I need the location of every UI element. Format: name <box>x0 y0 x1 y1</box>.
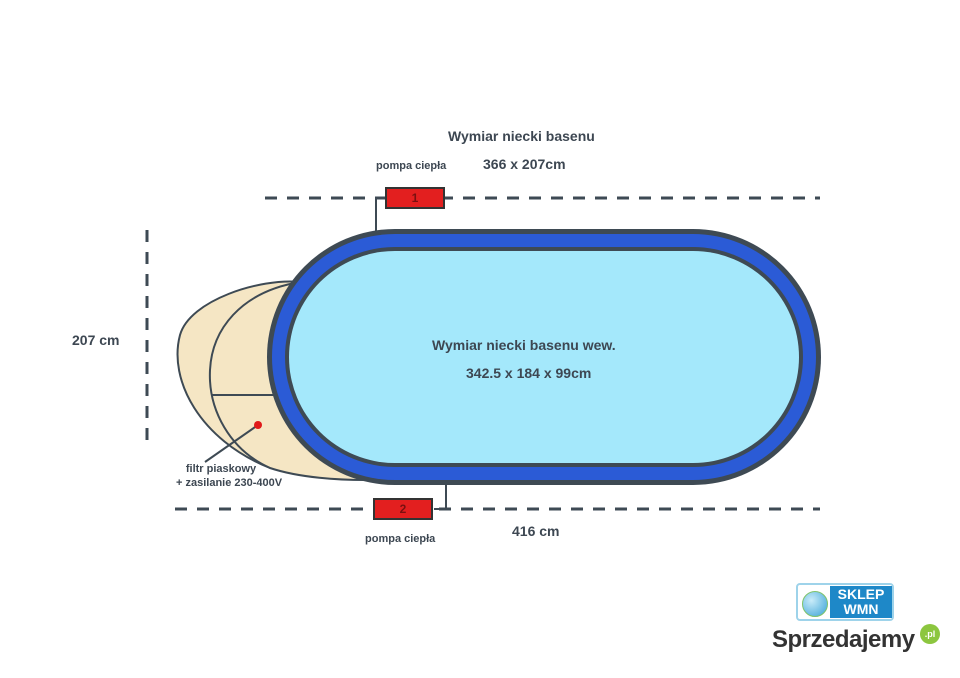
pump-2-label: pompa ciepła <box>365 533 436 545</box>
shop-logo-line2: WMN <box>843 601 879 617</box>
pump-1-connector <box>375 197 385 235</box>
pump-2-connector <box>434 480 447 510</box>
pool-water <box>289 251 799 463</box>
inner-dimension-value: 342.5 x 184 x 99cm <box>466 365 592 381</box>
marketplace-badge: .pl <box>920 624 940 644</box>
length-label: 416 cm <box>512 523 560 539</box>
pump-1-box: 1 <box>385 187 445 209</box>
shop-logo-line1: SKLEP <box>837 586 885 602</box>
shop-logo-text: SKLEP WMN <box>830 586 892 618</box>
shop-logo: SKLEP WMN <box>796 583 894 621</box>
marketplace-logo: Sprzedajemy <box>772 626 915 653</box>
pump-1-label: pompa ciepła <box>376 160 447 172</box>
outer-dimension-value: 366 x 207cm <box>483 156 566 172</box>
filter-label: filtr piaskowy + zasilanie 230-400V <box>176 462 283 490</box>
filter-pointer-line <box>204 424 259 463</box>
inner-dimension-title: Wymiar niecki basenu wew. <box>432 337 616 353</box>
filter-label-line2: + zasilanie 230-400V <box>176 477 283 489</box>
filter-inner-curve <box>208 281 301 469</box>
globe-icon <box>802 591 828 617</box>
pump-2-box: 2 <box>373 498 433 520</box>
outer-dimension-title: Wymiar niecki basenu <box>448 128 595 144</box>
filter-label-line1: filtr piaskowy <box>185 463 257 475</box>
height-label: 207 cm <box>72 332 120 348</box>
filter-marker <box>254 421 262 429</box>
